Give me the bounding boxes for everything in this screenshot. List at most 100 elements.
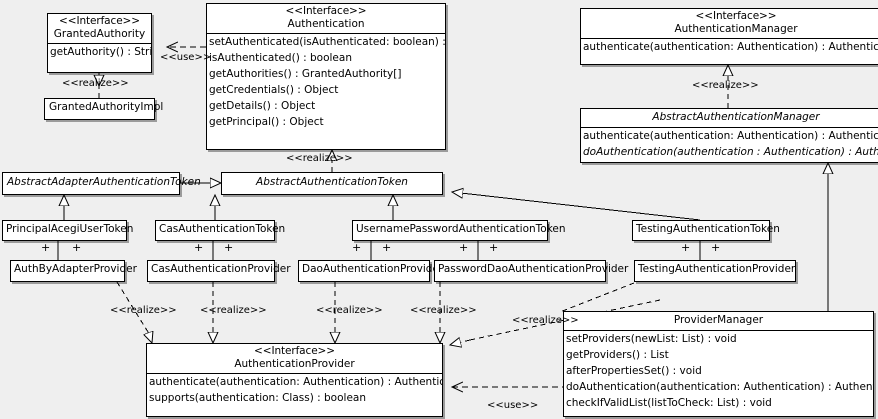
class-box-granted-authority-impl[interactable]: GrantedAuthorityImpl — [44, 98, 164, 120]
method-row: setAuthenticated(isAuthenticated: boolea… — [209, 36, 445, 49]
class-name: GrantedAuthorityImpl — [49, 101, 164, 113]
method-row: authenticate(authentication: Authenticat… — [583, 41, 878, 54]
multiplicity-plus: + — [382, 241, 392, 254]
edge-label-realize-abstract-authentication-manager: <<realize>> — [692, 80, 759, 91]
class-box-password-dao-authentication-provider[interactable]: PasswordDaoAuthenticationProvider — [434, 260, 629, 282]
method-row: getProviders() : List — [566, 349, 669, 362]
class-name: TestingAuthenticationToken — [636, 223, 780, 235]
multiplicity-plus: + — [489, 241, 499, 254]
class-header: PrincipalAcegiUserToken — [3, 221, 134, 238]
class-name: AbstractAuthenticationToken — [256, 176, 408, 188]
edge-label-realize-password-dao-authentication-provider: <<realize>> — [410, 305, 477, 316]
class-box-authentication-provider[interactable]: <<Interface>> AuthenticationProvider aut… — [146, 343, 443, 417]
multiplicity-plus: + — [459, 241, 469, 254]
class-box-granted-authority[interactable]: <<Interface>> GrantedAuthority getAuthor… — [47, 13, 152, 73]
class-name: CasAuthenticationProvider — [151, 263, 291, 275]
class-header: CasAuthenticationToken — [156, 221, 286, 238]
class-header: DaoAuthenticationProvider — [299, 261, 444, 278]
multiplicity-plus: + — [224, 241, 234, 254]
multiplicity-plus: + — [352, 241, 362, 254]
multiplicity-plus: + — [711, 241, 721, 254]
class-name: DaoAuthenticationProvider — [302, 263, 444, 275]
class-header: CasAuthenticationProvider — [148, 261, 291, 278]
class-box-cas-authentication-provider[interactable]: CasAuthenticationProvider — [147, 260, 291, 282]
method-compartment: getAuthority() : String — [48, 43, 151, 60]
class-header: GrantedAuthorityImpl — [45, 99, 164, 116]
method-row: afterPropertiesSet() : void — [566, 365, 702, 378]
edge-label-realize-abstract-authentication-token: <<realize>> — [286, 153, 353, 164]
method-compartment: setProviders(newList: List) : void getPr… — [564, 330, 873, 411]
class-box-principal-acegi-user-token[interactable]: PrincipalAcegiUserToken — [2, 220, 134, 241]
class-name: UsernamePasswordAuthenticationToken — [356, 223, 566, 235]
multiplicity-plus: + — [681, 241, 691, 254]
class-header: TestingAuthenticationToken — [633, 221, 780, 238]
class-name: CasAuthenticationToken — [159, 223, 286, 235]
class-name: ProviderManager — [673, 314, 764, 326]
edge-label-realize-granted-authority-impl: <<realize>> — [62, 78, 129, 89]
multiplicity-plus: + — [194, 241, 204, 254]
method-row: doAuthentication(authentication: Authent… — [566, 381, 873, 394]
class-header: <<Interface>> AuthenticationManager — [581, 9, 878, 38]
class-box-abstract-authentication-token[interactable]: AbstractAuthenticationToken — [221, 172, 443, 195]
class-name: AuthByAdapterProvider — [14, 263, 137, 275]
multiplicity-plus: + — [41, 241, 51, 254]
class-box-username-password-authentication-token[interactable]: UsernamePasswordAuthenticationToken — [352, 220, 566, 241]
class-stereotype: <<Interface>> — [59, 15, 140, 27]
class-stereotype: <<Interface>> — [254, 345, 335, 357]
class-header: TestingAuthenticationProvider — [635, 261, 795, 278]
class-name: AuthenticationManager — [674, 23, 798, 36]
method-row: authenticate(authentication: Authenticat… — [149, 376, 442, 389]
class-box-cas-authentication-token[interactable]: CasAuthenticationToken — [155, 220, 286, 241]
class-header: <<Interface>> GrantedAuthority — [48, 14, 151, 43]
class-box-testing-authentication-provider[interactable]: TestingAuthenticationProvider — [634, 260, 796, 282]
class-header: AbstractAdapterAuthenticationToken — [3, 173, 201, 192]
edge-label-use-provider-manager: <<use>> — [487, 400, 539, 411]
class-header: AbstractAuthenticationToken — [222, 173, 442, 192]
class-box-authentication[interactable]: <<Interface>> Authentication setAuthenti… — [206, 3, 446, 150]
edge-label-use-authentication-granted-authority: <<use>> — [160, 52, 212, 63]
method-row: getPrincipal() : Object — [209, 116, 324, 129]
edge-label-realize-cas-authentication-provider: <<realize>> — [200, 305, 267, 316]
class-stereotype: <<Interface>> — [285, 5, 367, 17]
method-compartment: authenticate(authentication: Authenticat… — [147, 373, 442, 406]
method-row: getAuthorities() : GrantedAuthority[] — [209, 68, 402, 81]
class-name: TestingAuthenticationProvider — [638, 263, 796, 275]
method-row: setProviders(newList: List) : void — [566, 333, 737, 346]
class-name: Authentication — [287, 18, 365, 31]
method-compartment: setAuthenticated(isAuthenticated: boolea… — [207, 33, 445, 130]
method-row: checkIfValidList(listToCheck: List) : vo… — [566, 397, 772, 410]
class-header: ProviderManager — [564, 312, 873, 330]
class-box-authentication-manager[interactable]: <<Interface>> AuthenticationManager auth… — [580, 8, 878, 65]
class-name: AbstractAdapterAuthenticationToken — [7, 176, 201, 188]
method-row: supports(authentication: Class) : boolea… — [149, 392, 366, 405]
class-header: <<Interface>> Authentication — [207, 4, 445, 33]
method-row: doAuthentication(authentication : Authen… — [583, 146, 878, 159]
class-header: AbstractAuthenticationManager — [581, 109, 878, 127]
method-row: getDetails() : Object — [209, 100, 316, 113]
class-name: AuthenticationProvider — [234, 358, 355, 371]
class-box-testing-authentication-token[interactable]: TestingAuthenticationToken — [632, 220, 780, 241]
class-name: PasswordDaoAuthenticationProvider — [438, 263, 629, 275]
method-row: isAuthenticated() : boolean — [209, 52, 352, 65]
class-name: PrincipalAcegiUserToken — [6, 223, 134, 235]
class-header: UsernamePasswordAuthenticationToken — [353, 221, 566, 238]
class-box-provider-manager[interactable]: ProviderManager setProviders(newList: Li… — [563, 311, 874, 417]
class-header: AuthByAdapterProvider — [11, 261, 137, 278]
multiplicity-plus: + — [72, 241, 82, 254]
class-box-abstract-adapter-authentication-token[interactable]: AbstractAdapterAuthenticationToken — [2, 172, 201, 195]
edge-label-realize-provider-manager: <<realize>> — [512, 315, 579, 326]
class-box-abstract-authentication-manager[interactable]: AbstractAuthenticationManager authentica… — [580, 108, 878, 163]
class-header: PasswordDaoAuthenticationProvider — [435, 261, 629, 278]
edge-label-realize-auth-by-adapter-provider: <<realize>> — [110, 305, 177, 316]
method-row: getCredentials() : Object — [209, 84, 339, 97]
class-box-auth-by-adapter-provider[interactable]: AuthByAdapterProvider — [10, 260, 137, 282]
method-compartment: authenticate(authentication: Authenticat… — [581, 127, 878, 160]
method-compartment: authenticate(authentication: Authenticat… — [581, 38, 878, 55]
edge-label-realize-dao-authentication-provider: <<realize>> — [316, 305, 383, 316]
class-name: GrantedAuthority — [53, 28, 146, 41]
class-box-dao-authentication-provider[interactable]: DaoAuthenticationProvider — [298, 260, 444, 282]
class-stereotype: <<Interface>> — [695, 10, 777, 22]
class-header: <<Interface>> AuthenticationProvider — [147, 344, 442, 373]
method-row: authenticate(authentication: Authenticat… — [583, 130, 878, 143]
